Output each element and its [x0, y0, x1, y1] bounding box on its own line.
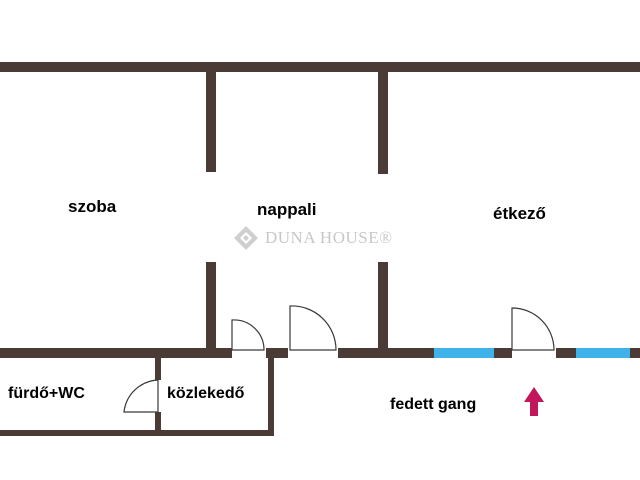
- room-label-nappali: nappali: [257, 200, 317, 219]
- middle-wall-seg-3: [338, 348, 434, 358]
- window-left: [434, 348, 494, 358]
- room-label-furdo-wc: fürdő+WC: [8, 385, 85, 402]
- partition-stub-left-top: [206, 72, 216, 172]
- watermark-text: DUNA HOUSE®: [265, 228, 393, 247]
- window-right: [576, 348, 630, 358]
- partition-stub-right-top: [378, 72, 388, 174]
- bathroom-divider-wall-top: [155, 358, 161, 380]
- door-nappali-2: [289, 305, 337, 351]
- middle-wall-seg-6: [630, 348, 640, 358]
- up-arrow-icon: [524, 387, 544, 416]
- duna-house-diamond-logo-icon: [234, 226, 258, 250]
- bottom-wall: [0, 430, 274, 436]
- middle-wall-seg-5: [556, 348, 576, 358]
- middle-wall-seg-1: [0, 348, 232, 358]
- partition-stub-left-bottom: [206, 262, 216, 350]
- room-label-etkezo: étkező: [493, 204, 546, 223]
- door-etkezo: [511, 307, 555, 351]
- top-wall: [0, 62, 640, 72]
- room-label-kozlekedo: közlekedő: [167, 385, 245, 402]
- corridor-right-wall: [268, 358, 274, 436]
- middle-wall-seg-2: [266, 348, 288, 358]
- partition-stub-right-bottom: [378, 262, 388, 350]
- duna-house-watermark: DUNA HOUSE®: [232, 224, 393, 252]
- middle-wall-seg-4: [494, 348, 512, 358]
- bathroom-divider-wall-bottom: [155, 412, 161, 436]
- room-label-fedett-gang: fedett gang: [390, 396, 477, 413]
- door-nappali-1: [231, 319, 265, 351]
- room-label-szoba: szoba: [68, 197, 117, 216]
- door-bathroom: [123, 379, 159, 413]
